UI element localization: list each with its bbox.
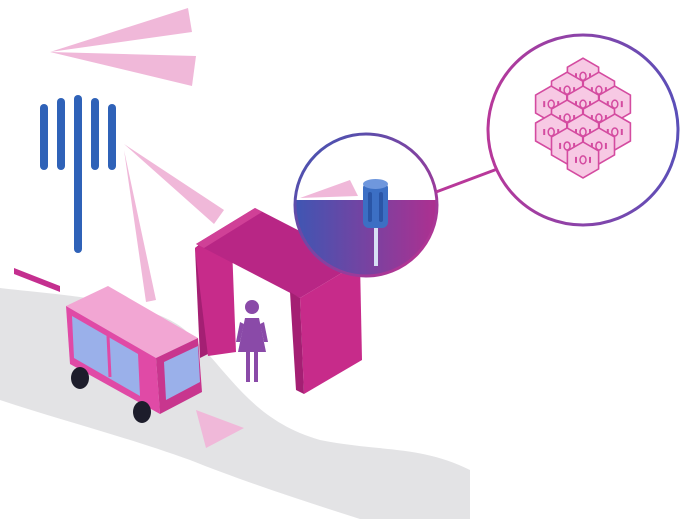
hexagon-cell-tick [559, 87, 562, 94]
hexagon-cell-tick [575, 156, 577, 163]
hexagon-cell [566, 140, 600, 179]
hexagon-cell-tick [604, 142, 607, 149]
connector-line [435, 166, 501, 194]
hexagon-cell-tick [606, 101, 609, 108]
hexagon-cell-dot [579, 99, 587, 109]
hexagon-cell-tick [606, 129, 609, 135]
hexagon-cell-dot [563, 113, 571, 123]
hexagon-cell-tick [559, 142, 562, 149]
signal-beams-top [50, 8, 196, 86]
hexagon-cell-tick [575, 73, 577, 80]
hexagon-cell-dot [547, 127, 555, 137]
hexagon-cell-tick [620, 129, 623, 135]
hexagon-cell-tick [589, 101, 591, 108]
hexagon-cell-tick [589, 129, 591, 135]
hexagon-cell-dot [579, 155, 587, 165]
hexagon-cell-tick [590, 115, 593, 122]
hexagon-cell-dot [595, 113, 603, 123]
hexagon-cell-tick [589, 156, 591, 163]
cell-tower-icon [40, 95, 116, 253]
hexagon-cell-tick [557, 101, 560, 108]
hexagon-cell-tick [590, 87, 593, 94]
hexagon-cluster-icon [534, 57, 632, 179]
hexagon-cell-tick [543, 129, 546, 135]
hexagon-cell-tick [559, 115, 562, 122]
hexagon-cell-dot [547, 99, 555, 109]
person-icon [236, 300, 268, 382]
hexagon-cell-tick [573, 142, 576, 149]
hexagon-cell-dot [611, 127, 619, 137]
sensor-detail-circle [293, 132, 439, 278]
hexagon-cell-tick [575, 129, 577, 135]
sensor-icon [363, 179, 388, 266]
bus-icon [66, 286, 202, 423]
hexagon-cell-tick [575, 101, 577, 108]
hexagon-cell-tick [604, 87, 607, 94]
hexagon-cell-tick [557, 129, 560, 135]
hexagon-cell-tick [589, 73, 591, 80]
hexagon-cell-dot [595, 141, 603, 151]
hexagon-cell-tick [543, 101, 546, 108]
hexagon-cell-tick [573, 87, 576, 94]
hexagon-cell-dot [579, 71, 587, 81]
hexagon-cell-dot [595, 85, 603, 95]
hexagon-cell-dot [563, 141, 571, 151]
hexagon-cell-tick [604, 115, 607, 122]
hexagon-cell-dot [611, 99, 619, 109]
hexagon-cell-tick [590, 142, 593, 149]
bus-shelter-icon [195, 208, 362, 394]
hexagon-cell-tick [620, 101, 623, 108]
signal-beams-tower [14, 144, 224, 302]
hexagon-cluster-circle [486, 33, 680, 227]
signal-beam-bottom [196, 410, 244, 448]
hexagon-cell-tick [573, 115, 576, 122]
hexagon-cell-dot [579, 127, 587, 137]
hexagon-cell-dot [563, 85, 571, 95]
